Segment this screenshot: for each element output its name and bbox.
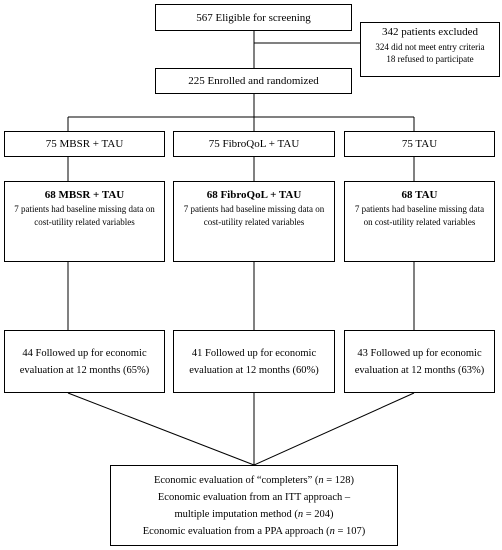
arm-mbsr-allocated-text: 75 MBSR + TAU <box>45 138 124 150</box>
arm-tau-allocated-text: 75 TAU <box>401 138 438 150</box>
arm-tau-allocated: 75 TAU <box>344 131 495 157</box>
arm-fibroqol-followup-text: 41 Followed up for economic evaluation a… <box>189 347 319 376</box>
arm-fibroqol-analysed: 68 FibroQoL + TAU 7 patients had baselin… <box>173 181 335 262</box>
arm-mbsr-analysed-note: 7 patients had baseline missing data on … <box>14 204 155 227</box>
arm-fibroqol-analysed-note: 7 patients had baseline missing data on … <box>183 204 325 227</box>
arm-fibroqol-followup: 41 Followed up for economic evaluation a… <box>173 330 335 393</box>
final-imputation: multiple imputation method (n = 204) <box>174 509 334 520</box>
arm-mbsr-followup-text: 44 Followed up for economic evaluation a… <box>19 347 150 376</box>
arm-tau-followup: 43 Followed up for economic evaluation a… <box>344 330 495 393</box>
excluded-box: 342 patients excluded 324 did not meet e… <box>360 22 500 77</box>
excluded-title: 342 patients excluded <box>382 26 478 38</box>
final-evaluation-box: Economic evaluation of “completers” (n =… <box>110 465 398 546</box>
arm-tau-analysed-title: 68 TAU <box>401 189 438 201</box>
final-completers: Economic evaluation of “completers” (n =… <box>153 475 355 486</box>
excluded-refused: 18 refused to participate <box>386 54 474 64</box>
screening-text: 567 Eligible for screening <box>196 11 311 24</box>
arm-mbsr-followup: 44 Followed up for economic evaluation a… <box>4 330 165 393</box>
connector-arm1-final <box>67 392 255 466</box>
enrolled-text: 225 Enrolled and randomized <box>188 75 319 87</box>
final-itt: Economic evaluation from an ITT approach… <box>157 492 351 503</box>
excluded-criteria: 324 did not meet entry criteria <box>375 42 485 52</box>
arm-mbsr-analysed-title: 68 MBSR + TAU <box>44 189 125 201</box>
arm-tau-analysed: 68 TAU 7 patients had baseline missing d… <box>344 181 495 262</box>
enrolled-box: 225 Enrolled and randomized <box>155 68 352 94</box>
connector-arm3-final <box>253 392 415 466</box>
arm-fibroqol-allocated: 75 FibroQoL + TAU <box>173 131 335 157</box>
arm-tau-analysed-note: 7 patients had baseline missing data on … <box>354 204 485 227</box>
arm-mbsr-allocated: 75 MBSR + TAU <box>4 131 165 157</box>
screening-box: 567 Eligible for screening <box>155 4 352 31</box>
final-ppa: Economic evaluation from a PPA approach … <box>142 526 366 537</box>
arm-fibroqol-allocated-text: 75 FibroQoL + TAU <box>208 138 300 150</box>
arm-mbsr-analysed: 68 MBSR + TAU 7 patients had baseline mi… <box>4 181 165 262</box>
arm-fibroqol-analysed-title: 68 FibroQoL + TAU <box>206 189 302 201</box>
arm-tau-followup-text: 43 Followed up for economic evaluation a… <box>354 347 485 376</box>
